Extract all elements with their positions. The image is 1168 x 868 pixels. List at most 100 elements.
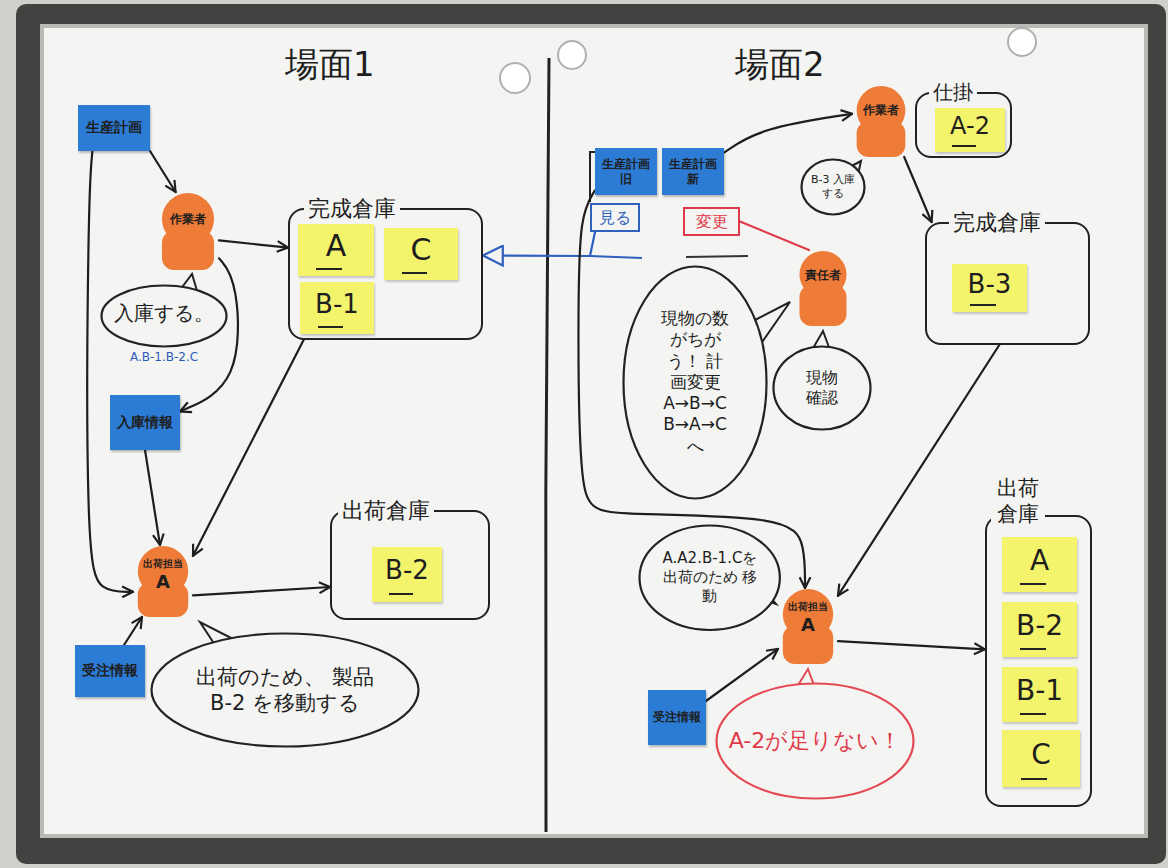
node-text: 責任者 — [805, 268, 841, 283]
product-sticky: C — [1002, 730, 1080, 787]
node-text: B-3 入庫する — [810, 173, 856, 201]
node-text: 入庫情報 — [117, 414, 173, 432]
node-text: 作業者 — [863, 103, 899, 118]
node-text: B-2 — [385, 554, 429, 587]
person-figure: 作業者 — [157, 192, 219, 270]
product-sticky: A — [298, 224, 374, 276]
action-tag: 見る — [590, 203, 640, 232]
person-head — [799, 251, 846, 298]
warehouse-area: 出荷倉庫AB-2B-1C — [985, 515, 1092, 807]
board-frame — [16, 4, 1166, 864]
bubble-ellipse — [102, 286, 227, 347]
person-shape — [852, 85, 910, 157]
connector-arrow — [838, 641, 985, 649]
node-text: A — [1030, 543, 1049, 578]
node-text: 出荷担当 — [143, 558, 183, 571]
node-text: C — [1031, 737, 1051, 772]
node-text: 受注情報 — [653, 710, 701, 725]
connector-arrow — [740, 222, 809, 251]
frame-edge — [40, 24, 1148, 838]
node-text: A.A2.B-1.Cを 出荷のため 移動 — [658, 549, 762, 605]
node-text: A-2が足りない！ — [729, 727, 902, 755]
node-text: 受注情報 — [82, 662, 138, 680]
warehouse-area: 出荷倉庫B-2 — [330, 510, 490, 620]
node-text: 出荷担当 — [788, 601, 828, 614]
person-shape — [795, 250, 851, 326]
scene-title: 場面2 — [735, 44, 825, 85]
alert-bubble: A-2が足りない！ — [715, 682, 915, 800]
node-text: 見る — [599, 208, 631, 228]
connector-arrow — [483, 232, 595, 256]
node-text: B-2 — [1016, 608, 1063, 643]
product-sticky: B-3 — [952, 264, 1027, 312]
node-text: A.B-1.B-2.C — [130, 350, 198, 365]
person-figure: 出荷担当A — [778, 588, 838, 664]
bubble-outline — [150, 632, 420, 748]
bubble-ellipse — [774, 347, 871, 430]
scene-divider — [546, 58, 549, 832]
warehouse-area: 完成倉庫ACB-1 — [288, 208, 483, 340]
node-text: 現物の数がちがう！ 計画変更 A→B→C B→A→C へ — [659, 308, 731, 457]
area-heading: 完成倉庫 — [304, 195, 400, 223]
connector-arrow — [904, 157, 931, 222]
person-figure: 出荷担当A — [133, 545, 193, 617]
person-figure: 作業者 — [852, 85, 910, 157]
person-head — [783, 589, 833, 639]
info-sticky: 受注情報 — [75, 645, 145, 697]
node-text: 生産計画 旧 — [598, 157, 654, 187]
change-tag: 変更 — [683, 207, 740, 236]
node-text: 生産計画 — [86, 119, 142, 137]
product-sticky: B-2 — [1002, 602, 1077, 657]
scene-title: 場面1 — [285, 44, 375, 85]
node-text: A-2 — [950, 111, 990, 141]
bubble-ellipse — [640, 525, 780, 630]
area-heading: 仕掛 — [929, 80, 977, 105]
underline-stroke — [686, 256, 748, 257]
node-text: A — [326, 227, 347, 265]
warehouse-area: 完成倉庫B-3 — [925, 222, 1090, 345]
area-heading: 出荷倉庫 — [991, 475, 1045, 528]
node-text: A — [801, 614, 815, 637]
person-head — [162, 193, 214, 245]
speech-bubble: 出荷のため、 製品 B-2 を移動する — [150, 632, 420, 748]
product-sticky: A — [1002, 537, 1077, 592]
node-text: B-3 — [968, 268, 1012, 301]
node-text: 入庫する。 — [114, 301, 214, 326]
connector-arrow — [724, 114, 852, 153]
bubble-ellipse — [802, 160, 865, 215]
info-sticky: 受注情報 — [648, 690, 706, 745]
product-sticky: B-1 — [1002, 667, 1077, 722]
info-sticky: 生産計画 旧 — [595, 148, 657, 195]
person-head — [857, 86, 906, 135]
product-sticky: B-1 — [300, 282, 374, 334]
connector-arrow — [87, 151, 133, 592]
node-text: 作業者 — [170, 212, 206, 227]
speech-bubble: 現物確認 — [772, 345, 872, 431]
person-figure: 責任者 — [795, 250, 851, 326]
area-heading: 完成倉庫 — [949, 209, 1045, 237]
node-text: C — [411, 231, 432, 269]
speech-bubble: 現物の数がちがう！ 計画変更 A→B→C B→A→C へ — [622, 265, 768, 500]
speech-bubble: A.A2.B-1.Cを 出荷のため 移動 — [638, 524, 781, 632]
person-head — [138, 546, 188, 596]
connector-arrow — [145, 450, 160, 545]
speech-bubble: 入庫する。 A.B-1.B-2.C — [100, 284, 228, 376]
area-heading: 出荷倉庫 — [338, 497, 434, 525]
magnet — [558, 41, 586, 69]
node-text: 出荷のため、 製品 B-2 を移動する — [185, 664, 385, 717]
node-text: 変更 — [696, 212, 728, 232]
person-shape — [157, 192, 219, 270]
product-sticky: B-2 — [372, 547, 442, 602]
bubble-ellipse — [624, 267, 767, 499]
node-text: 生産計画 新 — [665, 157, 721, 187]
underline-stroke — [590, 256, 642, 258]
connector-arrow — [150, 151, 176, 192]
node-text: B-1 — [315, 288, 359, 321]
node-text: A — [156, 571, 170, 594]
magnet — [500, 63, 530, 93]
connector-arrow — [193, 340, 304, 556]
bubble-ellipse — [152, 634, 419, 747]
connector-arrow — [124, 617, 142, 645]
magnet — [1008, 28, 1036, 56]
